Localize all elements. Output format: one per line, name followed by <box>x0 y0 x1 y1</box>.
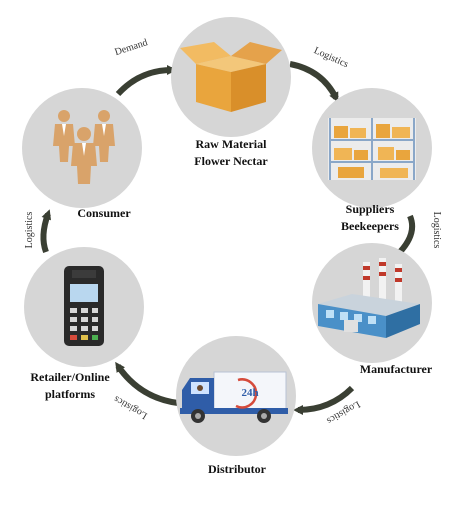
node-label-distributor: Distributor <box>208 462 267 476</box>
truck-badge-label: 24h <box>241 387 258 399</box>
card-terminal-icon <box>64 266 104 346</box>
node-label-consumer: Consumer <box>77 206 131 220</box>
node-distributor: 24h Distributor <box>176 336 296 476</box>
delivery-truck-icon: 24h <box>180 371 288 423</box>
node-retailer: Retailer/Online platforms <box>24 247 144 401</box>
factory-icon <box>318 258 420 338</box>
node-label-raw-material-2: Flower Nectar <box>194 154 268 168</box>
edge-label-logistics-1: Logistics <box>312 45 350 70</box>
arrow-logistics-5 <box>40 209 51 254</box>
node-label-retailer-2: platforms <box>45 387 95 401</box>
node-label-retailer-1: Retailer/Online <box>30 370 110 384</box>
arrow-demand <box>115 65 177 97</box>
arrow-logistics-4 <box>115 361 179 406</box>
node-label-raw-material-1: Raw Material <box>196 137 268 151</box>
arrow-logistics-1 <box>289 61 339 103</box>
node-label-suppliers-2: Beekeepers <box>341 219 399 233</box>
edge-label-logistics-5: Logistics <box>24 212 35 249</box>
edge-label-demand: Demand <box>113 37 149 58</box>
arrow-logistics-3 <box>293 385 355 415</box>
node-consumer: Consumer <box>22 88 142 220</box>
node-manufacturer: Manufacturer <box>312 243 433 376</box>
node-label-suppliers-1: Suppliers <box>346 202 395 216</box>
node-suppliers: Suppliers Beekeepers <box>312 88 432 233</box>
edge-label-logistics-2: Logistics <box>431 212 442 249</box>
open-box-icon <box>180 42 282 112</box>
edge-label-logistics-4: Logistics <box>112 393 149 421</box>
people-group-icon <box>53 110 115 184</box>
warehouse-shelves-icon <box>328 118 416 180</box>
node-raw-material: Raw Material Flower Nectar <box>171 17 291 168</box>
arrows <box>40 61 416 415</box>
node-label-manufacturer: Manufacturer <box>360 362 433 376</box>
